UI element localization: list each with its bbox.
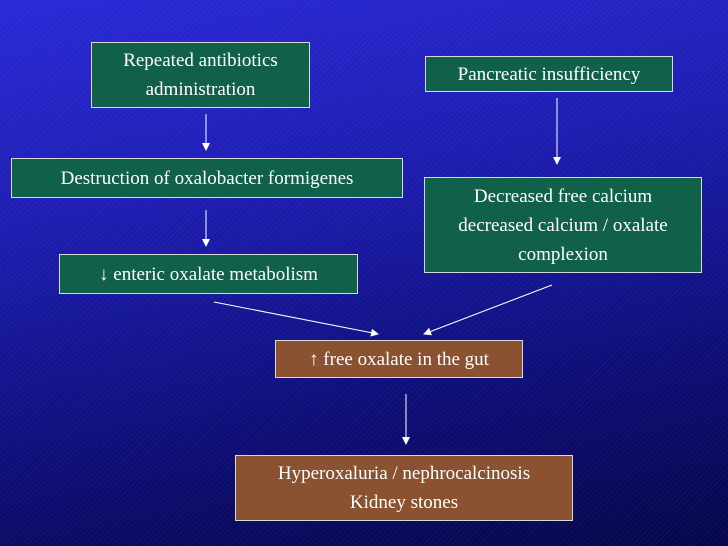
box-repeated-antibiotics: Repeated antibiotics administration: [91, 42, 310, 108]
arrow-calcium-to-free-oxalate: [423, 284, 553, 336]
box-label: enteric oxalate metabolism: [113, 263, 318, 285]
box-pancreatic-insufficiency: Pancreatic insufficiency: [425, 56, 673, 92]
box-text: ↓ enteric oxalate metabolism: [99, 260, 318, 289]
box-text: Repeated antibiotics: [123, 50, 278, 71]
box-text: ↑ free oxalate in the gut: [309, 345, 489, 374]
box-text: Kidney stones: [349, 492, 459, 513]
box-text: complexion: [518, 243, 608, 265]
box-label: free oxalate in the gut: [323, 348, 489, 370]
box-free-oxalate-gut: ↑ free oxalate in the gut: [275, 340, 523, 378]
box-text: Pancreatic insufficiency: [457, 63, 641, 85]
down-arrow-icon: ↓: [99, 263, 109, 285]
arrow-enteric-to-free-oxalate: [213, 301, 379, 337]
box-destruction-oxalobacter: Destruction of oxalobacter formigenes: [11, 158, 403, 198]
box-text: Destruction of oxalobacter formigenes: [60, 167, 354, 189]
box-text: Hyperoxaluria / nephrocalcinosis: [277, 463, 531, 484]
box-text: administration: [145, 79, 256, 100]
box-hyperoxaluria-outcome: Hyperoxaluria / nephrocalcinosis Kidney …: [235, 455, 573, 521]
box-decreased-free-calcium: Decreased free calcium decreased calcium…: [424, 177, 702, 273]
box-text: decreased calcium / oxalate: [458, 214, 668, 236]
box-enteric-oxalate-metabolism: ↓ enteric oxalate metabolism: [59, 254, 358, 294]
up-arrow-icon: ↑: [309, 348, 319, 370]
box-text: Decreased free calcium: [473, 185, 653, 207]
